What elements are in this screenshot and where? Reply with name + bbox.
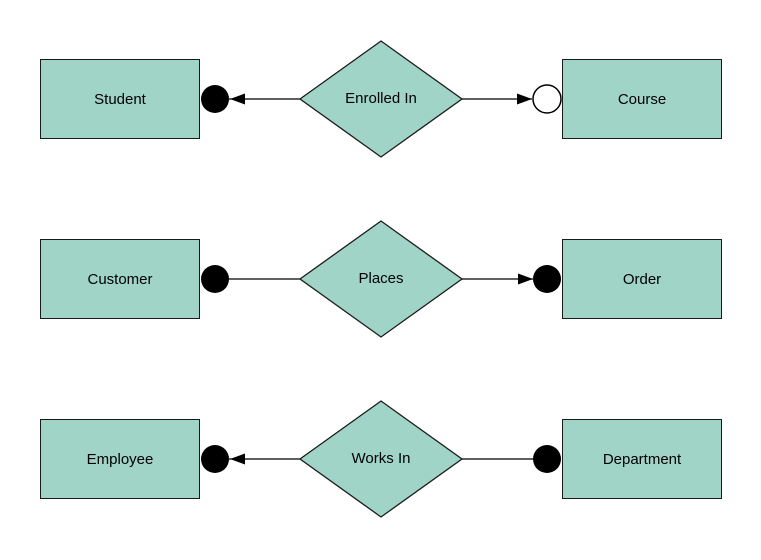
connector-student-enrolledin xyxy=(201,85,300,113)
relationship-label-enrolledin: Enrolled In xyxy=(345,90,417,107)
filled-circle-marker xyxy=(201,445,229,473)
entity-customer: Customer xyxy=(40,239,200,319)
connector-employee-worksin xyxy=(201,445,300,473)
filled-circle-marker xyxy=(201,265,229,293)
connector-worksin-department xyxy=(462,445,561,473)
connector-customer-places xyxy=(201,265,300,293)
arrowhead-right-icon xyxy=(517,93,532,105)
filled-circle-marker xyxy=(533,445,561,473)
relationship-label-places: Places xyxy=(358,270,404,287)
connector-enrolledin-course xyxy=(462,84,562,114)
entity-employee: Employee xyxy=(40,419,200,499)
entity-order: Order xyxy=(562,239,722,319)
arrowhead-right-icon xyxy=(518,273,533,285)
entity-department: Department xyxy=(562,419,722,499)
connector-places-order xyxy=(462,265,561,293)
arrowhead-left-icon xyxy=(230,453,245,465)
entity-course: Course xyxy=(562,59,722,139)
relationship-label-worksin: Works In xyxy=(351,450,411,467)
arrowhead-left-icon xyxy=(230,93,245,105)
entity-student: Student xyxy=(40,59,200,139)
filled-circle-marker xyxy=(533,265,561,293)
open-circle-marker xyxy=(532,84,562,114)
filled-circle-marker xyxy=(201,85,229,113)
